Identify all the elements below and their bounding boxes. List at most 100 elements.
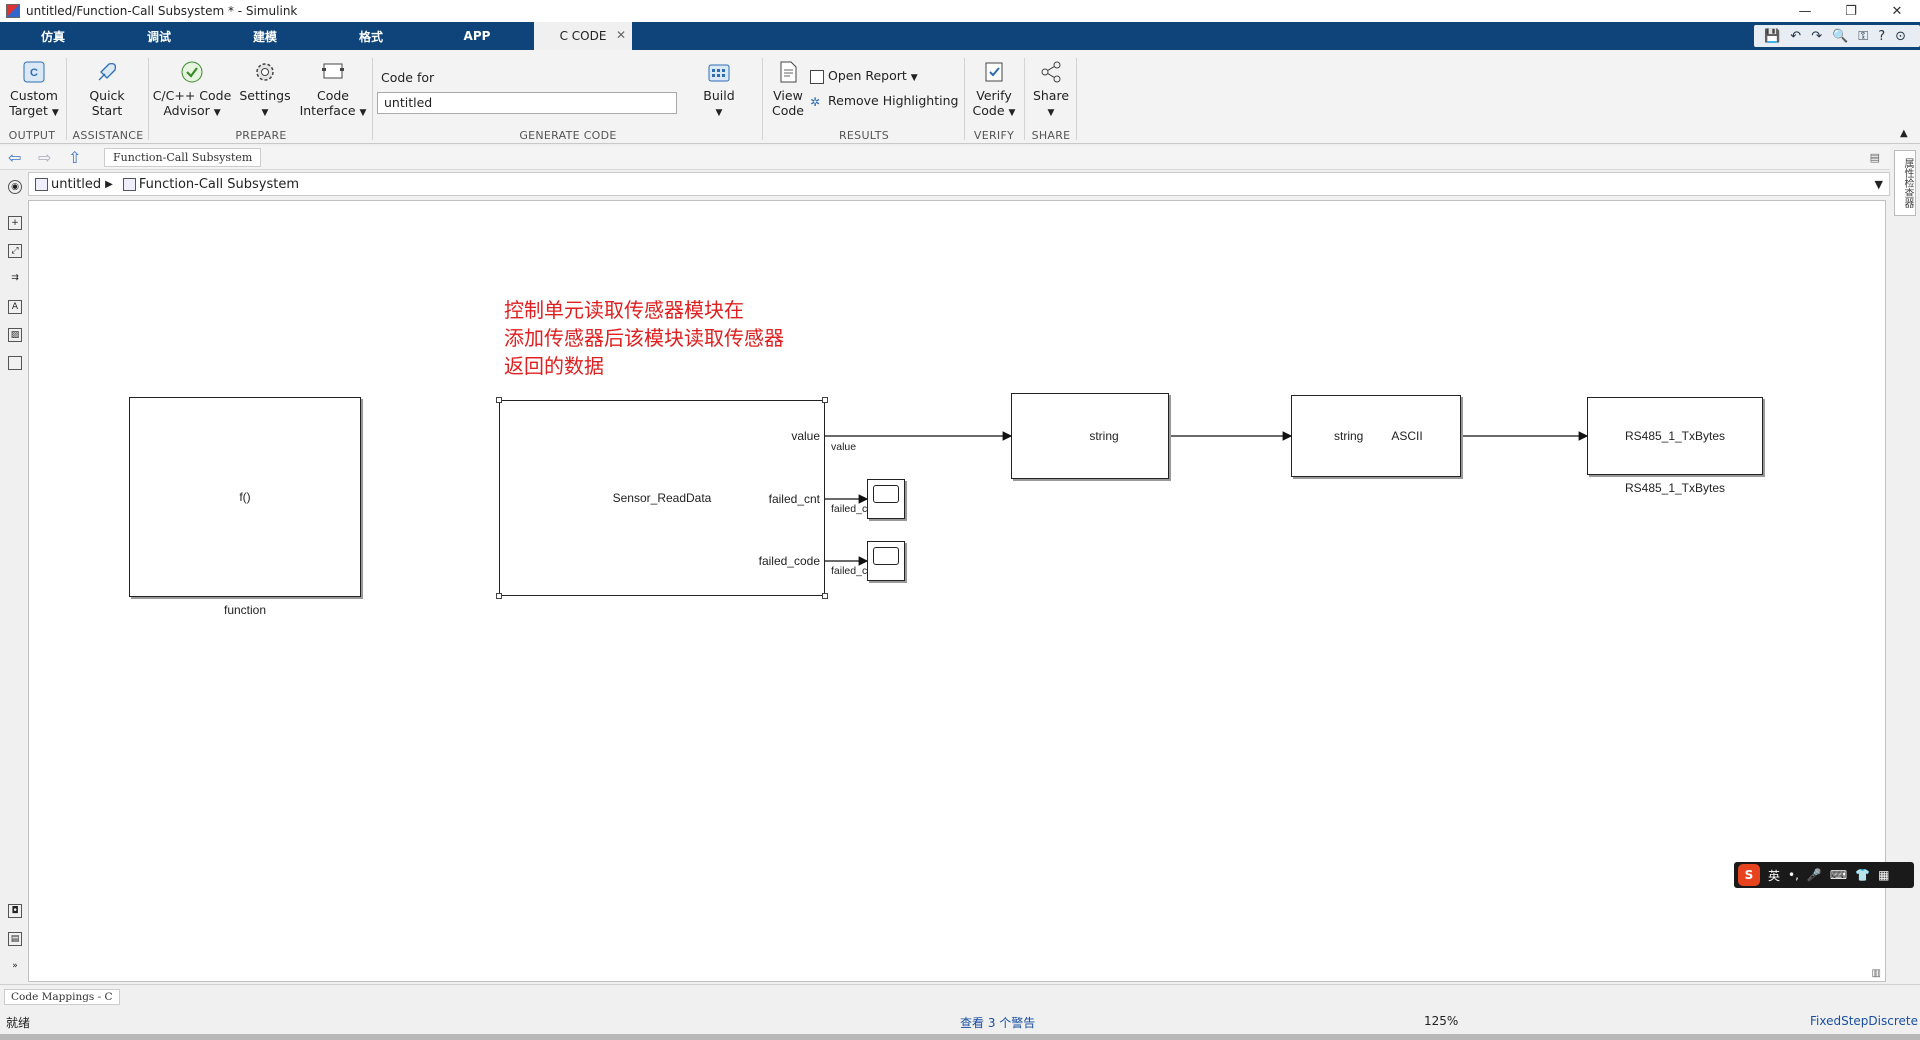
save-icon[interactable]: 💾 [1764, 28, 1781, 44]
divider [66, 58, 67, 140]
selection-handle[interactable] [496, 593, 502, 599]
scope-icon [873, 485, 899, 503]
simulink-logo-icon [6, 4, 20, 18]
group-label-generate-code: GENERATE CODE [519, 129, 617, 142]
annotation-line: 控制单元读取传感器模块在 [504, 298, 744, 322]
image-icon[interactable]: ▨ [8, 328, 22, 342]
navigation-bar: ⇦ ⇨ ⇧ Function-Call Subsystem ▤ [0, 146, 1890, 170]
remove-highlighting-button[interactable]: ✲Remove Highlighting [810, 93, 960, 109]
forward-arrow-icon[interactable]: ⇨ [38, 148, 52, 167]
quick-start-button[interactable]: Quick Start [80, 60, 134, 118]
property-inspector-tab[interactable]: 属性检查器 [1894, 150, 1916, 216]
tab-apps[interactable]: APP [424, 22, 530, 50]
scope-block-failed-code[interactable] [867, 541, 905, 581]
settings-button[interactable]: Settings ▼ [238, 60, 292, 121]
breadcrumb: untitled ▶ Function-Call Subsystem ▼ [28, 172, 1890, 196]
code-advisor-button[interactable]: C/C++ Code Advisor ▼ [152, 60, 232, 121]
function-call-block[interactable]: f() [129, 397, 361, 597]
string-to-ascii-block[interactable]: string ASCII [1291, 395, 1461, 477]
back-arrow-icon[interactable]: ⇦ [8, 148, 22, 167]
warnings-link[interactable]: 查看 3 个警告 [960, 1016, 1036, 1030]
share-button[interactable]: Share ▼ [1028, 60, 1074, 121]
selection-handle[interactable] [822, 397, 828, 403]
code-interface-icon [322, 63, 344, 79]
explorer-bar-icon[interactable]: ▤ [1869, 151, 1880, 164]
search-icon[interactable]: 🔍 [1832, 28, 1849, 44]
up-arrow-icon[interactable]: ⇧ [68, 148, 82, 167]
ime-mode[interactable]: 英 [1768, 868, 1781, 883]
rocket-icon [98, 62, 117, 81]
breadcrumb-current[interactable]: Function-Call Subsystem [138, 176, 299, 192]
button-label: View [773, 88, 803, 103]
ribbon: C Custom Target ▼ OUTPUT Quick Start ASS… [0, 50, 1920, 144]
punctuation-icon[interactable]: •, [1788, 868, 1799, 882]
grid-menu-icon[interactable]: ▦ [1878, 868, 1890, 882]
signal-label[interactable]: value [831, 441, 857, 453]
model-doc-tab[interactable]: Function-Call Subsystem [104, 148, 262, 167]
sogou-logo-icon[interactable]: S [1738, 864, 1760, 886]
build-button[interactable]: Build ▼ [694, 60, 744, 121]
port-label: value [791, 429, 820, 443]
hide-explorer-icon[interactable]: ◉ [8, 180, 22, 194]
keyboard-icon[interactable]: ⌨ [1829, 868, 1848, 882]
breadcrumb-root[interactable]: untitled [51, 176, 102, 192]
scope-block-failed-cnt[interactable] [867, 479, 905, 519]
minimize-ribbon-icon[interactable]: ⊙ [1895, 28, 1906, 44]
sensor-readdata-block[interactable]: Sensor_ReadData value failed_cnt failed_… [499, 400, 825, 596]
open-report-button[interactable]: Open Report ▼ [810, 68, 950, 86]
route-lines-icon[interactable]: ⇉ [11, 273, 19, 283]
highlight-icon: ✲ [810, 94, 821, 109]
close-button[interactable]: ✕ [1891, 3, 1903, 19]
screenshot-icon[interactable]: ◘ [8, 904, 22, 918]
custom-target-button[interactable]: C Custom Target ▼ [6, 60, 62, 121]
button-label: Open Report [828, 68, 907, 83]
block-label: f() [239, 490, 251, 504]
signal-lines [825, 431, 1589, 566]
canvas-annotation[interactable]: 控制单元读取传感器模块在 添加传感器后该模块读取传感器 返回的数据 [504, 296, 784, 380]
chevron-down-icon: ▼ [51, 108, 59, 118]
code-mappings-tab[interactable]: Code Mappings - C [4, 989, 120, 1005]
skin-icon[interactable]: 👕 [1855, 868, 1871, 882]
model-browser-icon[interactable]: ▤ [8, 932, 22, 946]
code-for-label: Code for [381, 70, 435, 85]
verify-code-button[interactable]: Verify Code ▼ [968, 60, 1020, 121]
tab-label: 仿真 [40, 29, 65, 44]
code-for-field[interactable]: untitled [377, 92, 677, 114]
subsystem-icon [122, 177, 136, 191]
tab-modeling[interactable]: 建模 [212, 22, 318, 50]
solver-link[interactable]: FixedStepDiscrete [1810, 1014, 1918, 1028]
divider [964, 58, 965, 140]
minimize-button[interactable]: — [1798, 3, 1812, 19]
selection-handle[interactable] [822, 593, 828, 599]
collapse-ribbon-icon[interactable]: ▲ [1900, 128, 1908, 139]
undo-icon[interactable]: ↶ [1790, 28, 1802, 44]
zoom-icon[interactable]: + [8, 216, 22, 230]
view-code-button[interactable]: View Code [766, 60, 810, 118]
redo-icon[interactable]: ↷ [1811, 28, 1823, 44]
tab-format[interactable]: 格式 [318, 22, 424, 50]
selection-handle[interactable] [496, 397, 502, 403]
resize-grip-icon[interactable]: ▥ [1871, 968, 1881, 979]
chevron-down-icon: ▼ [910, 73, 918, 83]
tab-simulation[interactable]: 仿真 [0, 22, 106, 50]
status-ready: 就绪 [6, 1016, 31, 1030]
fit-view-icon[interactable]: ⤢ [8, 244, 22, 258]
microphone-icon[interactable]: 🎤 [1806, 868, 1822, 882]
block-caption: RS485_1_TxBytes [1624, 481, 1726, 495]
model-canvas[interactable]: 控制单元读取传感器模块在 添加传感器后该模块读取传感器 返回的数据 f() fu… [28, 200, 1886, 982]
annotation-icon[interactable]: A [8, 300, 22, 314]
signal-label[interactable]: failed_cnt [831, 503, 876, 515]
to-string-block[interactable]: string [1011, 393, 1169, 479]
maximize-button[interactable]: ❐ [1845, 3, 1857, 19]
tab-c-code[interactable]: C CODE ✕ [534, 22, 632, 50]
close-icon[interactable]: ✕ [615, 28, 626, 42]
help-icon[interactable]: ? [1878, 28, 1886, 44]
area-icon[interactable] [8, 356, 22, 370]
rs485-txbytes-block[interactable]: RS485_1_TxBytes [1587, 397, 1763, 475]
report-icon [810, 69, 824, 84]
chevron-down-icon[interactable]: ▼ [1874, 177, 1883, 191]
code-interface-button[interactable]: Code Interface ▼ [298, 60, 368, 121]
lock-icon[interactable]: ⚿ [1858, 28, 1869, 44]
tab-debug[interactable]: 调试 [106, 22, 212, 50]
expand-icon[interactable]: » [12, 961, 18, 971]
